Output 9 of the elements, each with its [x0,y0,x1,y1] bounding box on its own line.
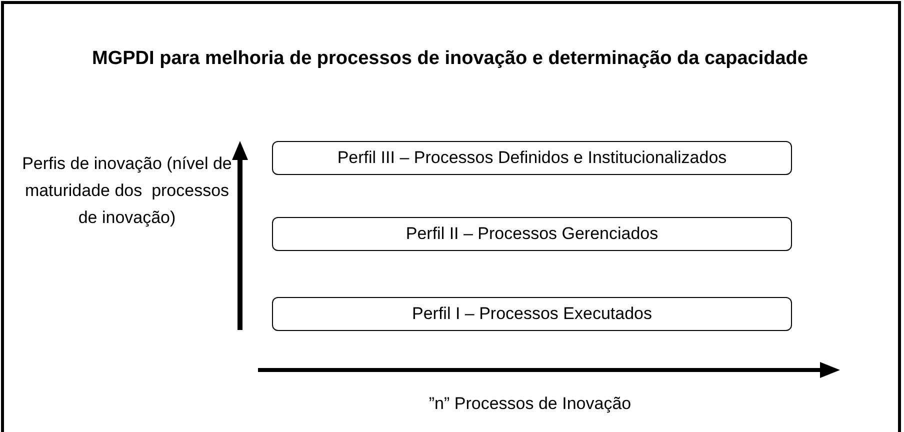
axis-label: ”n” Processos de Inovação [428,393,632,415]
profile-box [272,297,792,331]
profile-box [272,141,792,175]
profile-label: Perfil II – Processos Gerenciados [406,223,658,246]
profile-label: Perfil I – Processos Executados [412,303,652,326]
profile-label: Perfil III – Processos Definidos e Institucionalizados [337,147,727,170]
diagram-title: MGPDI para melhoria de processos de inovação e determinação da capacidade [91,47,809,71]
profile-box [272,217,792,251]
axis-label: Perfis de inovação (nível de maturidade dos processos de inovação) [22,153,232,229]
